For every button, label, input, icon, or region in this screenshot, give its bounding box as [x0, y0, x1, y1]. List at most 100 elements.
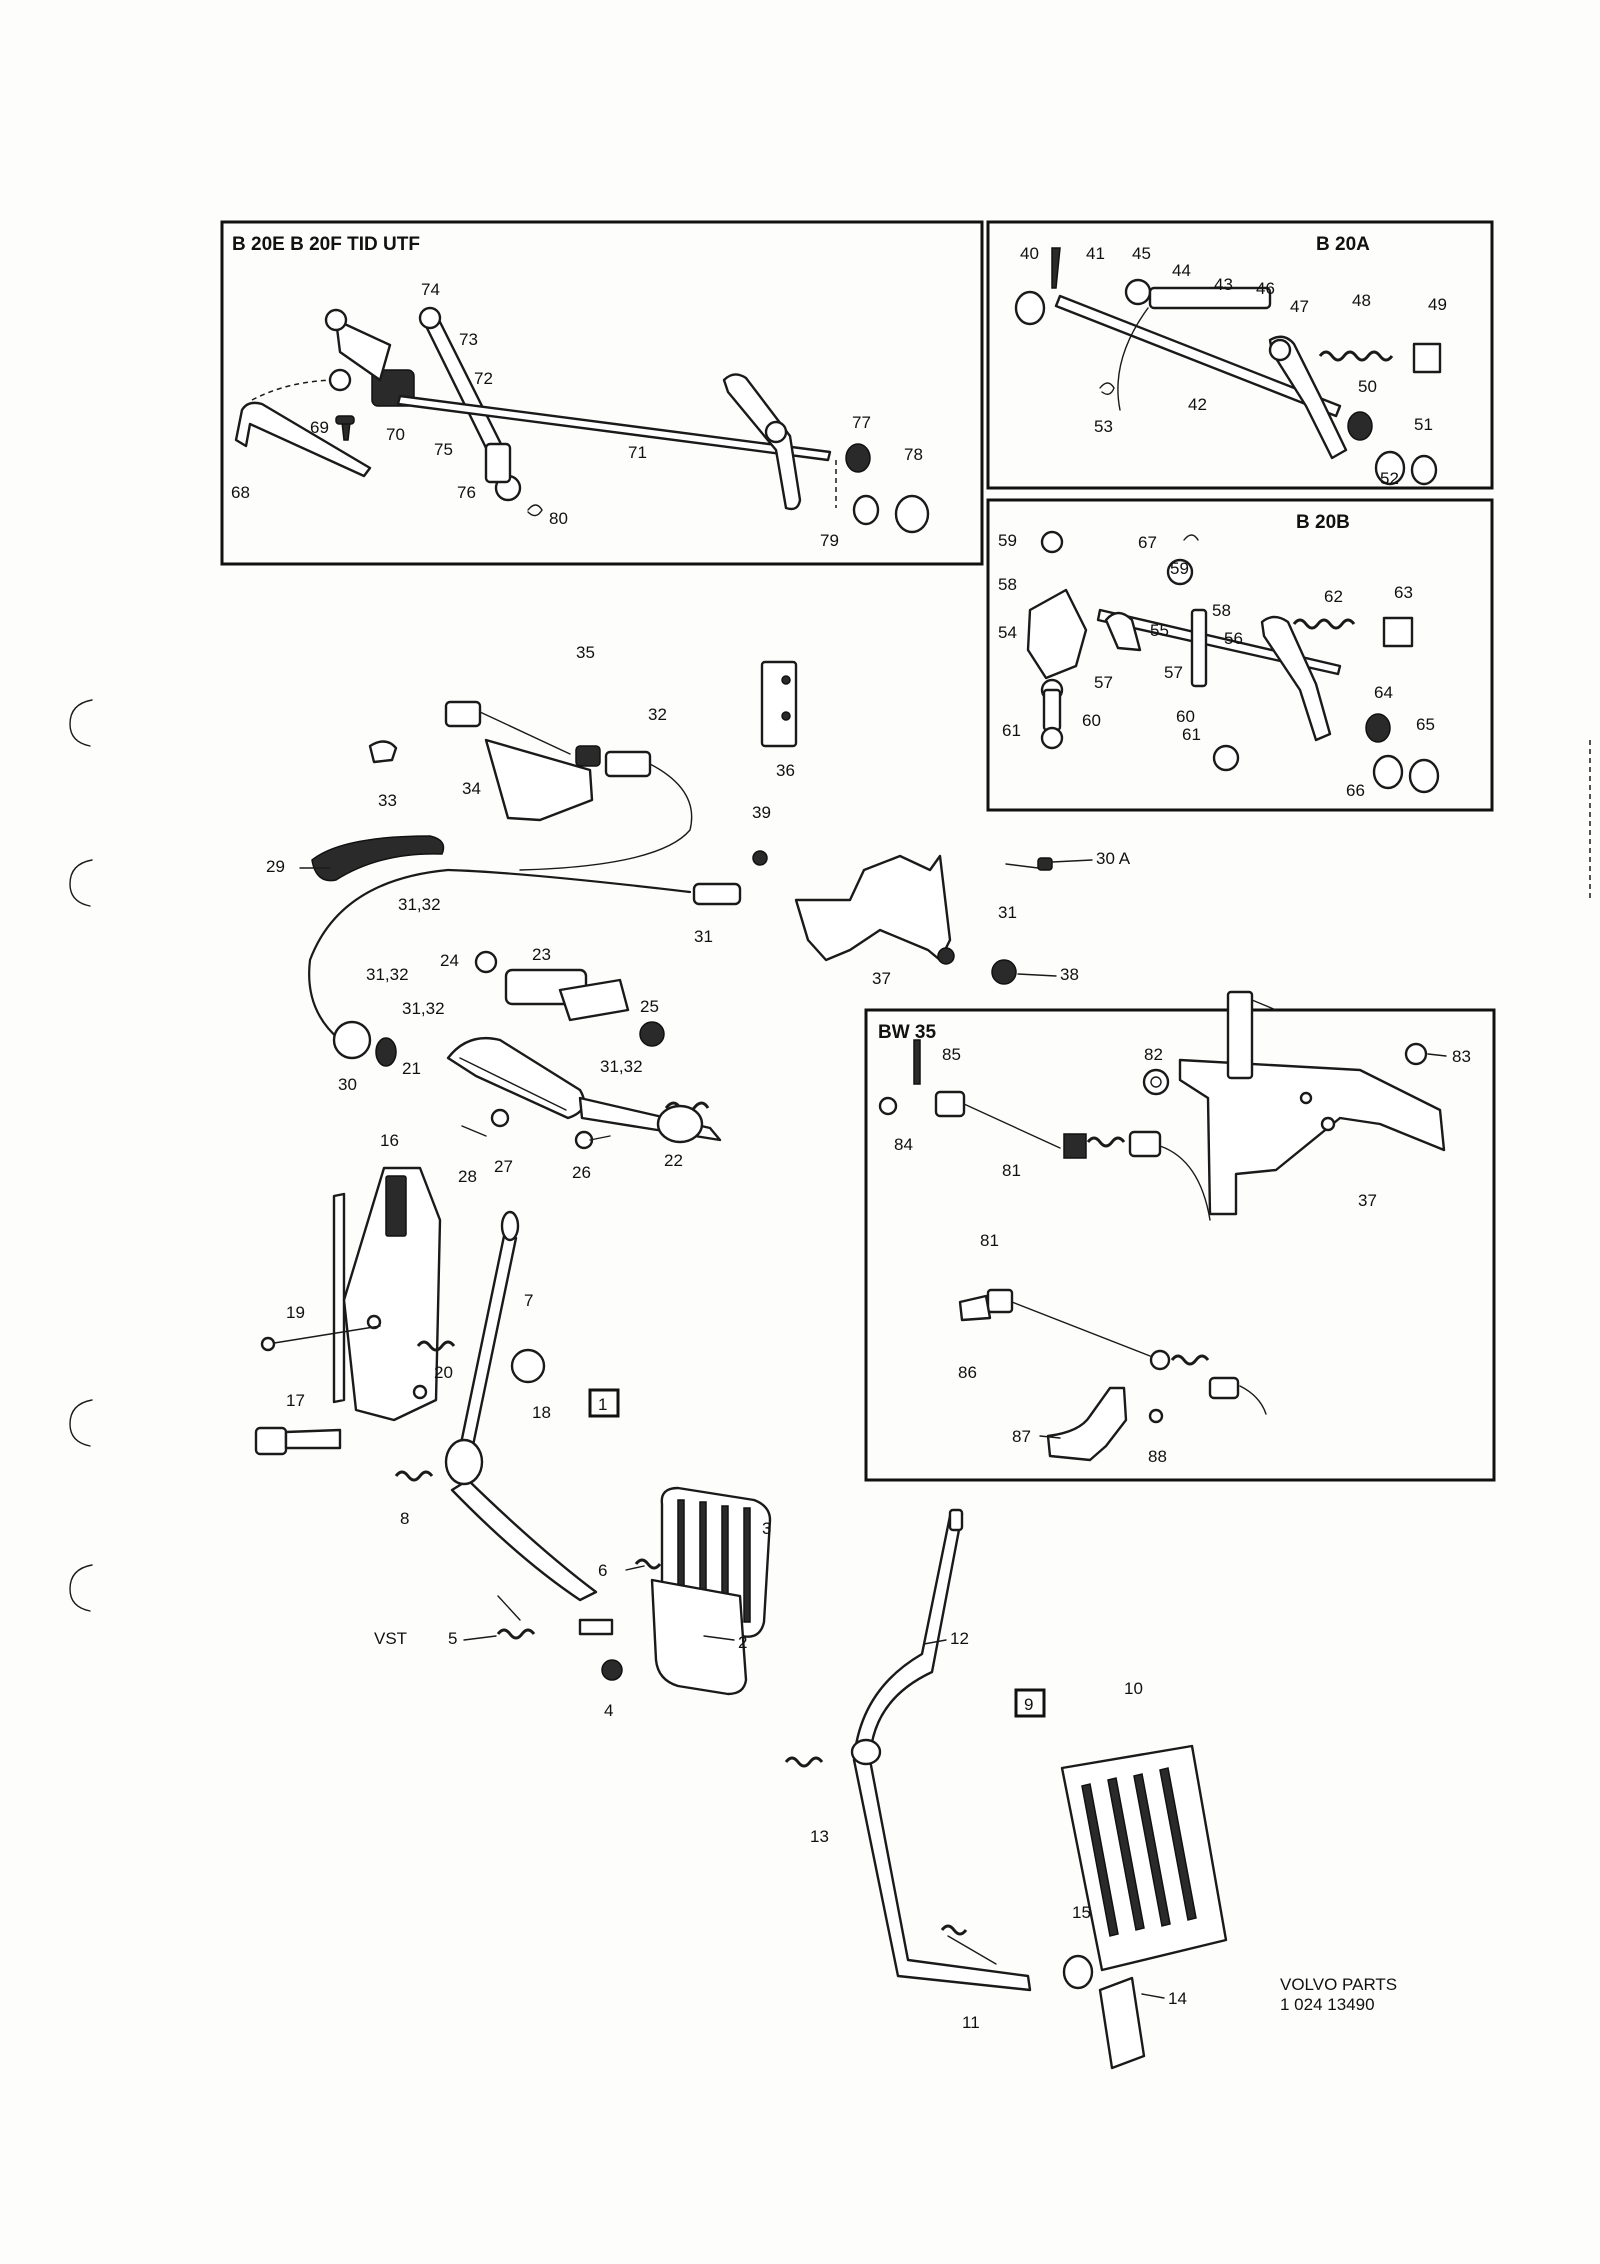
callout-20: 20: [434, 1363, 453, 1382]
callout-7: 7: [524, 1291, 533, 1310]
callout-31-32b: 31,32: [366, 965, 409, 984]
binder-holes: [69, 699, 1591, 1612]
footer-line-1: VOLVO PARTS: [1280, 1975, 1397, 1994]
callout-13: 13: [810, 1827, 829, 1846]
callout-36: 36: [776, 761, 795, 780]
callout-32: 32: [648, 705, 667, 724]
marker-1: 1: [598, 1395, 607, 1414]
callout-54: 54: [998, 623, 1017, 642]
callout-33: 33: [378, 791, 397, 810]
callout-56: 56: [1224, 629, 1243, 648]
callout-24: 24: [440, 951, 459, 970]
callout-59b: 59: [1170, 559, 1189, 578]
callout-79: 79: [820, 531, 839, 550]
panel-title-b20a: B 20A: [1316, 234, 1370, 255]
callout-57b: 57: [1164, 663, 1183, 682]
callout-86: 86: [958, 1363, 977, 1382]
callout-37a: 37: [872, 969, 891, 988]
callout-31a: 31: [694, 927, 713, 946]
callout-61b: 61: [1182, 725, 1201, 744]
callout-70: 70: [386, 425, 405, 444]
callout-14: 14: [1168, 1989, 1187, 2008]
callout-50: 50: [1358, 377, 1377, 396]
callout-72: 72: [474, 369, 493, 388]
callout-57a: 57: [1094, 673, 1113, 692]
callout-31-32c: 31,32: [402, 999, 445, 1018]
callout-28: 28: [458, 1167, 477, 1186]
marker-9: 9: [1024, 1695, 1033, 1714]
callout-87: 87: [1012, 1427, 1031, 1446]
callout-83: 83: [1452, 1047, 1471, 1066]
panel-title-b20b: B 20B: [1296, 512, 1350, 533]
callout-11: 11: [962, 2013, 980, 2032]
panel-title-bw35: BW 35: [878, 1022, 937, 1043]
callout-74: 74: [421, 280, 440, 299]
callout-37b: 37: [1358, 1191, 1377, 1210]
panel-b20a: B 20A 40 41 42 43 44 45 46 47 48 49 50 5…: [986, 220, 1494, 490]
callout-68: 68: [231, 483, 250, 502]
callout-58a: 58: [998, 575, 1017, 594]
callout-75: 75: [434, 440, 453, 459]
callout-31-32a: 31,32: [398, 895, 441, 914]
panel-bw35: BW 35 85 82 83 84 81 37 81 86 87: [864, 990, 1496, 1482]
callout-30a: 30 A: [1096, 849, 1131, 868]
callout-81b: 81: [980, 1231, 999, 1250]
callout-46: 46: [1256, 279, 1275, 298]
callout-62: 62: [1324, 587, 1343, 606]
callout-76: 76: [457, 483, 476, 502]
callouts-central: 35 32 33 34 36 29 31,32 39 30 A 31 31 37…: [266, 643, 1187, 2032]
callout-18: 18: [532, 1403, 551, 1422]
callout-17: 17: [286, 1391, 305, 1410]
callout-73: 73: [459, 330, 478, 349]
callout-64: 64: [1374, 683, 1393, 702]
callout-40: 40: [1020, 244, 1039, 263]
callout-5: 5: [448, 1629, 457, 1648]
callout-61a: 61: [1002, 721, 1021, 740]
boxed-markers: 1 9: [588, 1388, 1046, 1718]
callout-2: 2: [738, 1633, 747, 1652]
leader-lines: [299, 859, 1447, 1999]
callout-4: 4: [604, 1701, 613, 1720]
callout-59a: 59: [998, 531, 1017, 550]
panel-b20e-b20f: B 20E B 20F TID UTF 68 69 70 71 72 73: [220, 220, 984, 566]
callout-39: 39: [752, 803, 771, 822]
main-cable-assembly: [308, 660, 1053, 1150]
callout-69: 69: [310, 418, 329, 437]
callout-35: 35: [576, 643, 595, 662]
callout-26: 26: [572, 1163, 591, 1182]
callout-85: 85: [942, 1045, 961, 1064]
callout-52: 52: [1380, 469, 1399, 488]
callout-58b: 58: [1212, 601, 1231, 620]
callout-60b: 60: [1176, 707, 1195, 726]
callout-81a: 81: [1002, 1161, 1021, 1180]
callout-53: 53: [1094, 417, 1113, 436]
callout-27: 27: [494, 1157, 513, 1176]
callout-48: 48: [1352, 291, 1371, 310]
callout-29: 29: [266, 857, 285, 876]
variant-label-vst: VST: [374, 1629, 407, 1648]
panel-b20b: B 20B 59 59 67 58 58 54 55 56 57 57 60 6…: [986, 498, 1494, 812]
callout-67: 67: [1138, 533, 1157, 552]
callout-45: 45: [1132, 244, 1151, 263]
callout-34: 34: [462, 779, 481, 798]
callout-55: 55: [1150, 621, 1169, 640]
panel-title-b20e: B 20E B 20F TID UTF: [232, 234, 420, 255]
callout-78: 78: [904, 445, 923, 464]
callout-63: 63: [1394, 583, 1413, 602]
callout-19: 19: [286, 1303, 305, 1322]
callout-38: 38: [1060, 965, 1079, 984]
callout-60a: 60: [1082, 711, 1101, 730]
callout-44: 44: [1172, 261, 1191, 280]
callout-25: 25: [640, 997, 659, 1016]
callout-23: 23: [532, 945, 551, 964]
footer-line-2: 1 024 13490: [1280, 1995, 1375, 2014]
callout-15: 15: [1072, 1903, 1091, 1922]
callout-12: 12: [950, 1629, 969, 1648]
callout-42: 42: [1188, 395, 1207, 414]
callout-43: 43: [1214, 275, 1233, 294]
callout-84: 84: [894, 1135, 913, 1154]
callout-22: 22: [664, 1151, 683, 1170]
callout-51: 51: [1414, 415, 1433, 434]
marker-box-1: [588, 1388, 620, 1418]
